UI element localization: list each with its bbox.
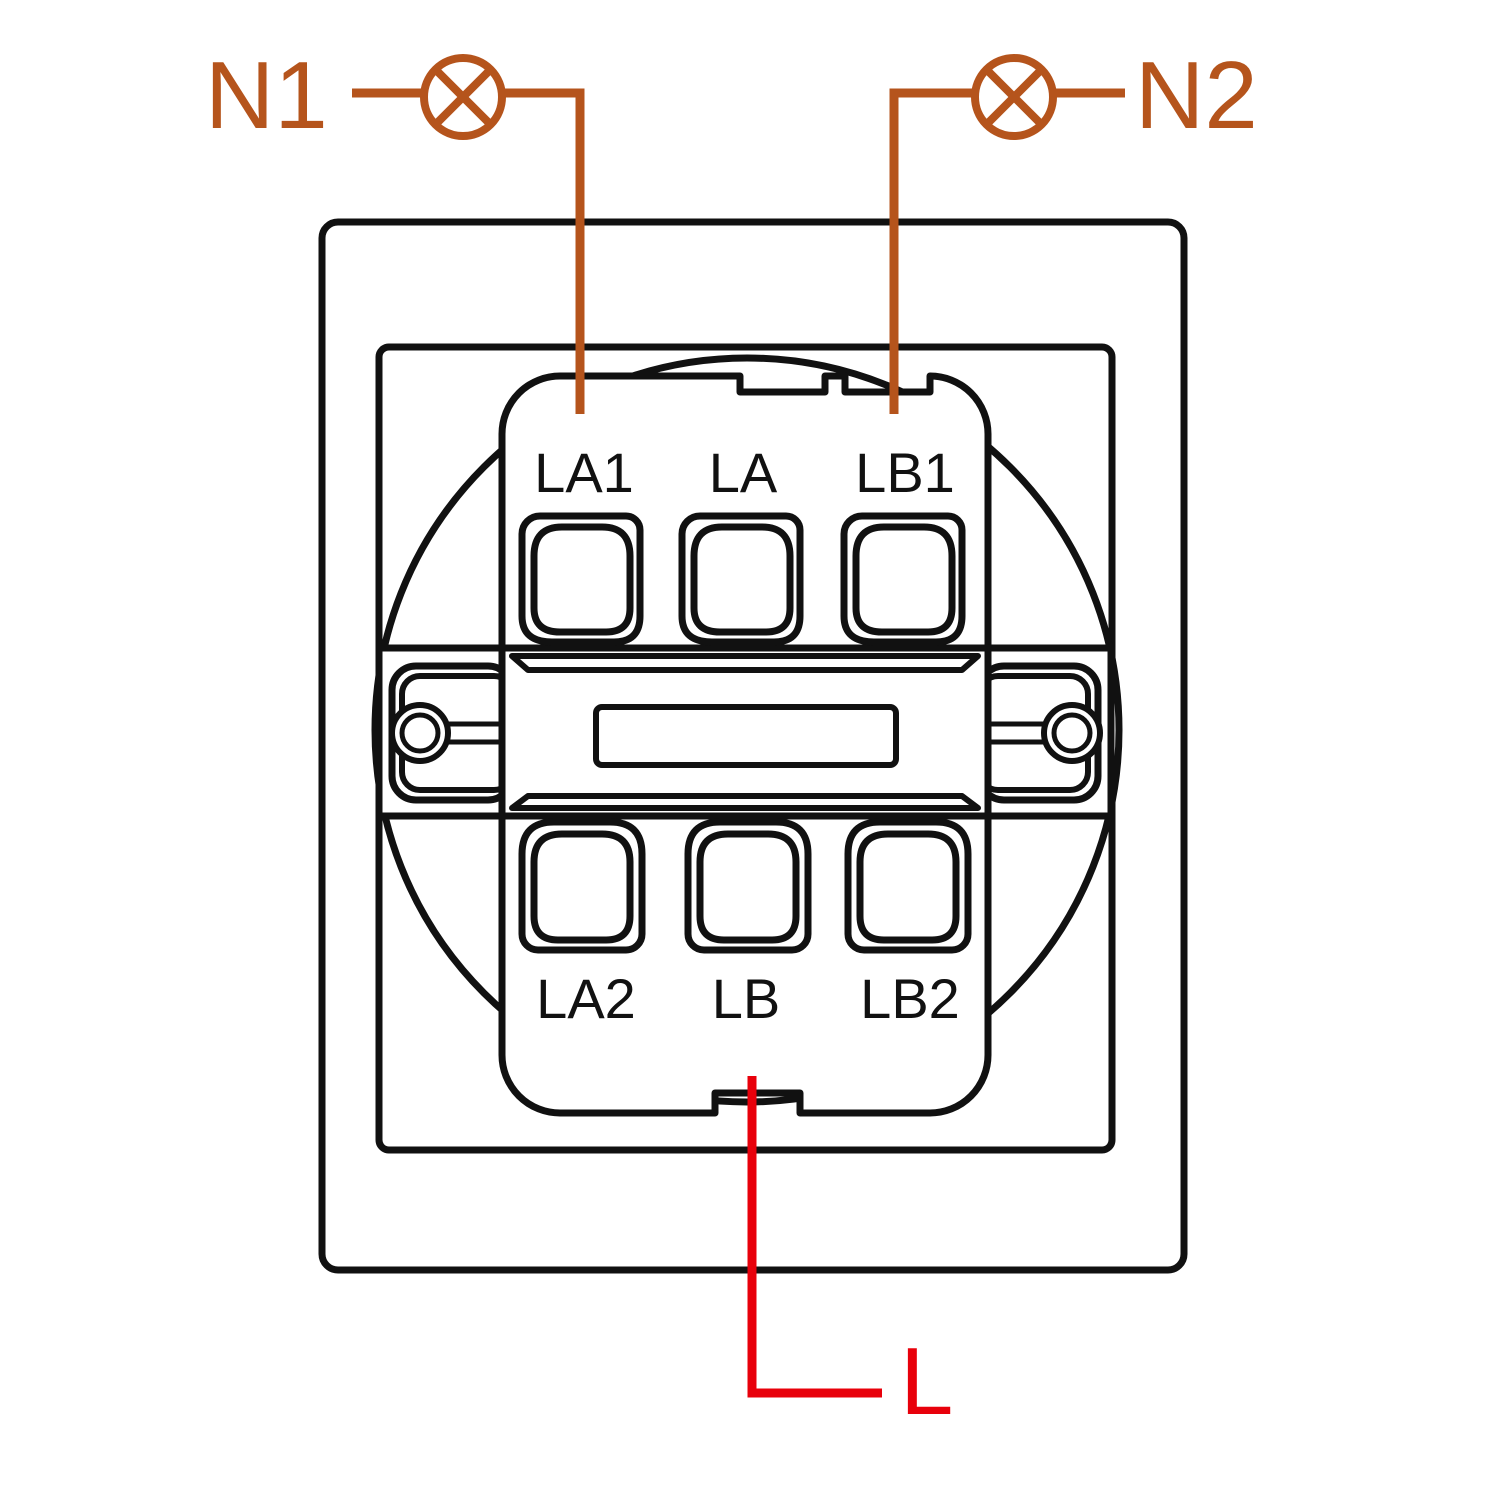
terminal-label-lb2: LB2: [860, 967, 960, 1030]
wire-live: [747, 1076, 882, 1398]
center-band: [498, 644, 992, 820]
terminal-la[interactable]: [678, 512, 804, 646]
wire-label-l: L: [900, 1328, 953, 1435]
wire-n1: [352, 88, 585, 414]
terminal-label-lb: LB: [712, 967, 781, 1030]
indicator-window: [593, 704, 899, 768]
wire-label-n2: N2: [1135, 42, 1258, 149]
screw-icon: [990, 702, 1103, 764]
terminal-la1[interactable]: [518, 512, 644, 646]
terminal-lb1[interactable]: [840, 512, 966, 646]
lamp-cross-icon: [420, 54, 506, 140]
terminal-label-la: LA: [709, 441, 778, 504]
terminal-label-la1: LA1: [534, 441, 634, 504]
terminal-label-la2: LA2: [536, 967, 636, 1030]
screw-icon: [389, 702, 500, 764]
terminal-lb2[interactable]: [844, 818, 972, 954]
lamp-cross-icon: [971, 54, 1057, 140]
terminal-lb[interactable]: [684, 818, 812, 954]
terminal-la2[interactable]: [518, 818, 646, 954]
wire-n2: [889, 88, 1125, 414]
terminal-label-lb1: LB1: [855, 441, 955, 504]
wire-label-n1: N1: [205, 42, 328, 149]
